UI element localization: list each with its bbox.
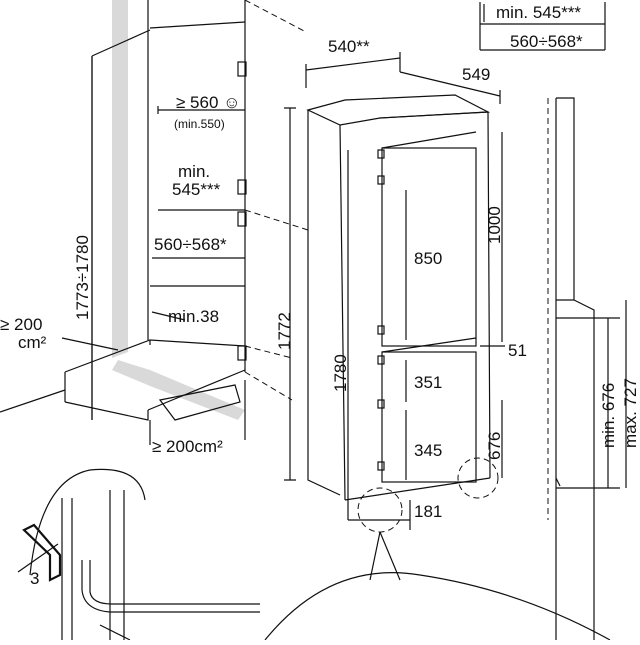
vent-channel [112,0,128,358]
door-345-label: 345 [414,441,442,460]
detail-marker-rear [457,457,499,499]
niche-height-dimension: 1773÷1780 [73,56,93,420]
hinge-icons [237,61,247,361]
side-max-727-label: max. 727 [621,378,640,448]
vent-bottom-label: ≥ 200cm² [152,437,223,456]
gap-51-label: 51 [508,341,527,360]
niche-min-label: min. [178,162,210,181]
door-850-label: 850 [414,249,442,268]
vent-left-value: ≥ 200 [0,315,42,334]
bottom-181-label: 181 [414,502,442,521]
appliance-top [306,94,491,126]
detail-3-label: 3 [30,569,39,588]
vent-left-unit: cm² [18,333,47,352]
vent-floor-channel [112,360,245,420]
top-560-568-label: 560÷568* [510,32,583,51]
appliance-body [306,94,491,501]
height-1772-label: 1772 [275,312,294,350]
lower-door [381,351,477,483]
height-1780-label: 1780 [331,354,350,392]
upper-door [381,147,477,347]
door-351-label: 351 [414,373,442,392]
door-1000-label: 1000 [485,206,504,244]
depth-dimensions: 540** 549 [305,37,501,104]
depth-540-label: 540** [328,37,370,56]
niche-560-568-label: 560÷568* [154,235,227,254]
niche-height-label: 1773÷1780 [73,235,92,320]
side-elevation: min. 676 max. 727 [547,97,640,640]
top-min-545-label: min. 545*** [496,3,581,22]
side-min-676-label: min. 676 [599,383,618,448]
top-dimension-box: min. 545*** 560÷568* [479,2,606,51]
door-676-label: 676 [485,432,504,460]
depth-549-label: 549 [462,65,490,84]
niche-545-label: 545*** [172,180,221,199]
cabinet-niche [0,0,309,421]
vent-top-min-label: (min.550) [174,117,225,131]
vent-top-label: ≥ 560 ☺ [176,93,241,112]
bottom-detail: 3 [17,468,260,641]
min-38-label: min.38 [168,307,219,326]
